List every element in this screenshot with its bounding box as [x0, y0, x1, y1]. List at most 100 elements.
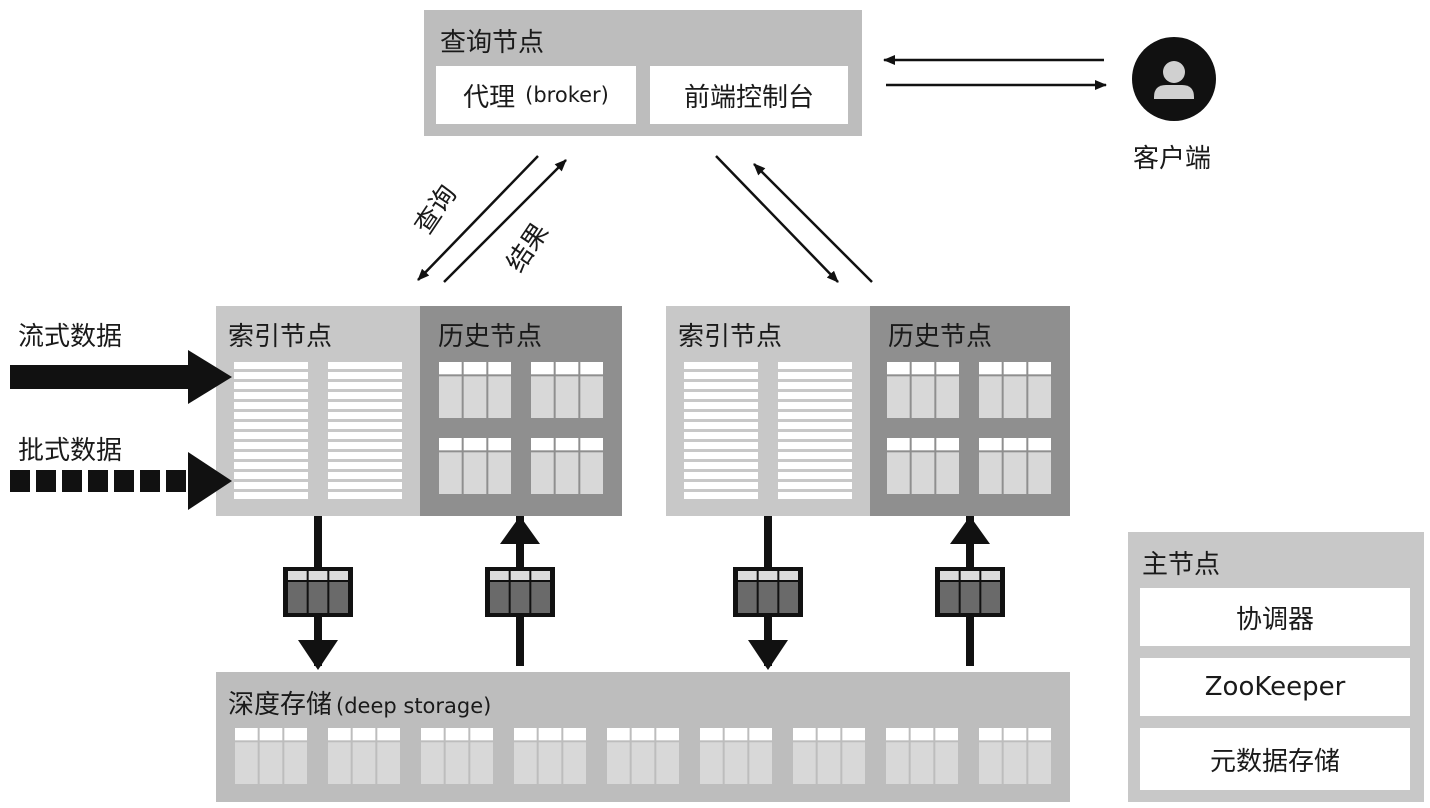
index-node-left-title: 索引节点 [228, 322, 333, 352]
history-segment-right [887, 376, 910, 418]
index-row-right [778, 462, 852, 469]
deep-storage-segment [1028, 728, 1051, 741]
index-row-left [328, 412, 402, 419]
index-row-left [328, 432, 402, 439]
query-node: 查询节点 代理 (broker) 前端控制台 [424, 10, 862, 136]
user-icon [1154, 61, 1194, 99]
history-segment-left [580, 452, 603, 494]
deep-storage-segment [631, 728, 655, 741]
index-node-right-title: 索引节点 [678, 322, 783, 352]
index-row-left [234, 392, 308, 399]
metadata-storage-box: 元数据存储 [1140, 728, 1410, 790]
index-row-right [684, 392, 758, 399]
index-row-left [328, 472, 402, 479]
index-row-right [778, 442, 852, 449]
index-row-right [684, 402, 758, 409]
transfer-left-up-segment-cell [490, 582, 509, 613]
deep-storage-segment [259, 742, 283, 784]
index-row-right [778, 432, 852, 439]
history-segment-right [1028, 376, 1051, 418]
deep-storage-segment [979, 728, 1002, 741]
deep-storage-segment [538, 742, 562, 784]
history-segment-right [936, 376, 959, 418]
history-segment-left [580, 376, 603, 418]
index-row-right [778, 472, 852, 479]
history-segment-left [439, 362, 462, 375]
right-down-arrow [715, 155, 839, 283]
index-row-left [328, 482, 402, 489]
batch-data-label: 批式数据 [18, 436, 123, 466]
index-row-right [684, 382, 758, 389]
deep-storage-segment [284, 728, 307, 741]
transfer-left-up-segment-cell [510, 571, 530, 580]
deep-storage-segment [910, 742, 934, 784]
history-segment-left [531, 438, 554, 451]
deep-storage-segment [352, 742, 376, 784]
history-segment-left [488, 452, 511, 494]
deep-storage-segment [842, 728, 865, 741]
history-segment-right [911, 362, 935, 375]
history-segment-right [887, 452, 910, 494]
deep-storage-segment [563, 728, 586, 741]
console-box: 前端控制台 [650, 66, 848, 124]
batch-arrow-segment [140, 470, 160, 492]
deep-storage-segment [724, 728, 748, 741]
deep-storage-segment [377, 742, 400, 784]
index-row-left [328, 402, 402, 409]
transfer-right-up-head [950, 516, 990, 544]
transfer-left-up-segment-cell [490, 571, 509, 580]
transfer-right-down-segment-cell [779, 582, 798, 613]
deep-storage-title-en: (deep storage) [336, 694, 492, 718]
index-row-left [234, 422, 308, 429]
transfer-left-down-segment-cell [288, 571, 307, 580]
transfer-right-up-segment-cell [940, 582, 959, 613]
index-row-left [328, 422, 402, 429]
deep-storage-segment [538, 728, 562, 741]
index-row-right [684, 432, 758, 439]
history-segment-right [887, 362, 910, 375]
transfer-right-up-segment-cell [940, 571, 959, 580]
history-segment-left [488, 438, 511, 451]
index-row-right [778, 452, 852, 459]
index-row-right [778, 492, 852, 499]
history-segment-left [463, 362, 487, 375]
index-row-right [778, 402, 852, 409]
transfer-right-down-segment-cell [738, 582, 757, 613]
transfer-left-down-segment-cell [329, 582, 348, 613]
batch-arrow-segment [62, 470, 82, 492]
deep-storage-segment [235, 728, 258, 741]
deep-storage-segment [328, 728, 351, 741]
deep-storage-segment [445, 742, 469, 784]
deep-storage-segment [793, 742, 816, 784]
history-segment-right [936, 362, 959, 375]
transfer-left-down-segment-cell [308, 582, 328, 613]
stream-data-label: 流式数据 [18, 322, 123, 352]
index-row-left [234, 462, 308, 469]
deep-storage-segment [935, 728, 958, 741]
index-row-left [328, 362, 402, 369]
deep-storage-segment [470, 742, 493, 784]
index-row-left [328, 382, 402, 389]
index-row-right [778, 382, 852, 389]
batch-arrow-segment [36, 470, 56, 492]
index-row-left [234, 482, 308, 489]
transfer-right-up-segment-cell [981, 582, 1000, 613]
history-segment-right [979, 452, 1002, 494]
master-node-title: 主节点 [1142, 550, 1221, 580]
broker-box: 代理 (broker) [436, 66, 636, 124]
deep-storage-segment [421, 728, 444, 741]
transfer-right-down-head [748, 640, 788, 670]
history-segment-left [463, 438, 487, 451]
index-row-right [684, 462, 758, 469]
history-segment-right [1003, 362, 1027, 375]
index-row-right [778, 372, 852, 379]
history-segment-right [979, 438, 1002, 451]
history-segment-right [1028, 362, 1051, 375]
history-segment-left [439, 438, 462, 451]
deep-storage-segment [656, 728, 679, 741]
deep-storage-segment [563, 742, 586, 784]
index-row-right [778, 422, 852, 429]
index-row-left [328, 462, 402, 469]
index-row-left [234, 472, 308, 479]
query-down-arrow [417, 155, 539, 281]
